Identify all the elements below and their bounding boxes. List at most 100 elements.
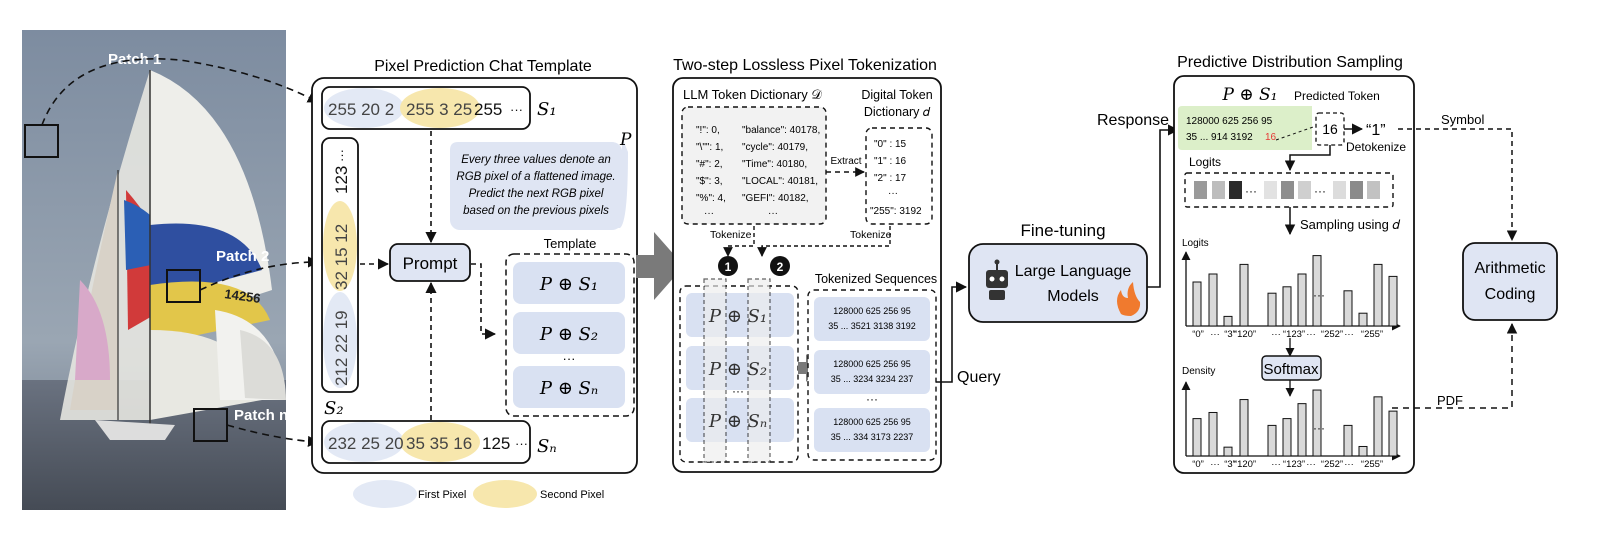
template-card-1 (513, 262, 625, 304)
digit-dict-title-2: Dictionary 𝑑 (864, 105, 931, 119)
chart1-tick-label: “123” (1283, 329, 1305, 340)
chart2-bar (1388, 410, 1398, 457)
pred-link-line (1275, 125, 1317, 141)
chart2-tick-label: ··· (1344, 459, 1354, 470)
chart1-tick-label: “0” (1192, 329, 1204, 340)
digit-dict-0: "0" : 15 (874, 139, 907, 150)
sail-number: 14256 (224, 286, 262, 306)
digit-dict-2: "2" : 17 (874, 173, 907, 184)
chart2-tick-label: ··· (1306, 459, 1316, 470)
tokenized-card-2 (814, 350, 930, 394)
prompt-line-2: RGB pixel of a flattened image. (456, 171, 615, 183)
sequence-s1: 255 20 2 255 3 25 255 ··· S₁ (321, 86, 557, 130)
step-2-label: 2 (777, 260, 784, 274)
chart2-tick-label: ··· (1271, 459, 1281, 470)
chart2-bar (1208, 411, 1218, 457)
llm-label-1: Large Language (1015, 263, 1132, 280)
tokenized-1-line1: 128000 625 256 95 (833, 306, 911, 316)
template-to-tokenization-arrow (636, 232, 684, 300)
chart2-ticks: “0”···“3”“120”···“123”···“252”···“255” (1192, 459, 1383, 470)
chart1-bar (1223, 315, 1233, 327)
prompt-to-template (471, 263, 497, 340)
chart2-bar (1373, 396, 1383, 457)
llm-dict-c1-1: "\"": 1, (696, 142, 723, 153)
sailboat-photo: 14256 (22, 30, 286, 510)
chat-template-title: Pixel Prediction Chat Template (374, 58, 592, 75)
response-sequence-bubble (1178, 106, 1312, 150)
logits-ellipsis-2: ··· (1314, 184, 1326, 198)
step-1-label: 1 (725, 260, 732, 274)
patch-n-connector (226, 424, 320, 448)
tokenize-2-arrow (757, 226, 891, 257)
arithmetic-coding-label-1: Arithmetic (1474, 260, 1545, 277)
tokenized-card-n (814, 408, 930, 452)
template-card-2 (513, 312, 625, 354)
chart2-bar (1267, 424, 1277, 457)
llm-dict-box (681, 106, 827, 225)
prompt-bubble: P Every three values denote an RGB pixel… (450, 130, 632, 230)
llm-box[interactable] (968, 243, 1148, 323)
legend-first-swatch (353, 480, 417, 508)
llm-dict-c1-5: ··· (704, 208, 714, 219)
llm-dict-c2-1: "cycle": 40179, (742, 142, 808, 153)
chart1-bar (1343, 290, 1353, 327)
llm-dict-c2-4: "GEFI": 40182, (742, 193, 809, 204)
query-label: Query (957, 369, 1001, 386)
patch-1-connector (41, 58, 319, 126)
response-seq-line2: 35 ... 914 3192 (1186, 132, 1253, 143)
chart1-bar (1373, 263, 1383, 327)
tokenized-card-1 (814, 297, 930, 341)
s2-rest: 123 (332, 166, 351, 194)
chart1-tick-label: “255” (1361, 329, 1383, 340)
logits-ellipsis-1: ··· (1245, 184, 1257, 198)
step-2-column (747, 278, 771, 463)
llm-dict-c1-2: "#": 2, (696, 159, 723, 170)
chart1-ticks: “0”···“3”“120”···“123”···“252”···“255” (1192, 329, 1383, 340)
op-text-2: P ⊕ S₂ (708, 359, 767, 380)
softmax-label: Softmax (1263, 361, 1319, 378)
response-seq-line1: 128000 625 256 95 (1186, 116, 1273, 127)
chart2-bar (1297, 403, 1307, 457)
pdf-to-coding (1392, 322, 1518, 409)
chart1-bar (1208, 273, 1218, 327)
template-text-n: P ⊕ Sₙ (539, 378, 598, 399)
tokenized-1-line2: 35 ... 3521 3138 3192 (828, 321, 916, 331)
s1-ellipsis: ··· (510, 102, 523, 117)
symbol-value: “1” (1366, 122, 1386, 139)
chart2-ylabel: Density (1182, 366, 1215, 377)
chart2-bar (1358, 445, 1368, 457)
chart2-bar (1343, 424, 1353, 457)
prompt-line-4: based on the previous pixels (463, 205, 609, 217)
llm-dict-c1-0: "!": 0, (696, 125, 720, 136)
response-arrow (1147, 124, 1180, 288)
template-card-n (513, 366, 625, 408)
predicted-token-box (1315, 112, 1345, 146)
digit-dict-title-1: Digital Token (861, 88, 932, 102)
flame-icon (1117, 282, 1141, 316)
digit-dict-1: "1" : 16 (874, 156, 907, 167)
chart1-bars (1192, 255, 1398, 327)
llm-dict-c2-2: "Time": 40180, (742, 159, 807, 170)
logits-arrow (1284, 145, 1331, 172)
pdf-label: PDF (1437, 393, 1463, 408)
sn-second-pixel: 35 35 16 (406, 434, 472, 453)
s2-second-pixel: 32 15 12 (332, 224, 351, 290)
llm-dict-c2-0: "balance": 40178, (742, 125, 820, 136)
chart1-bar (1282, 286, 1292, 327)
softmax-box (1261, 355, 1322, 381)
detokenize-label: Detokenize (1346, 140, 1406, 154)
chart2-bar (1192, 418, 1202, 457)
tokenized-ellipsis: ··· (866, 392, 878, 406)
chart1-bar (1267, 292, 1277, 327)
arithmetic-coding-box[interactable] (1462, 242, 1558, 321)
chart2-ellipsis: ··· (1313, 421, 1325, 435)
chart1-tick-label: ··· (1210, 329, 1220, 340)
query-arrow (936, 281, 968, 383)
logits-label: Logits (1189, 155, 1221, 169)
tokenized-n-line2: 35 ... 334 3173 2237 (831, 432, 914, 442)
patch-n-label: Patch n (234, 407, 288, 424)
digit-dict-entries: "0" : 15 "1" : 16 "2" : 17 ··· "255": 31… (870, 139, 922, 217)
s1-second-pixel: 255 3 25 (406, 100, 472, 119)
prompt-box-label: Prompt (403, 254, 458, 273)
digit-dict-4: "255": 3192 (870, 206, 922, 217)
